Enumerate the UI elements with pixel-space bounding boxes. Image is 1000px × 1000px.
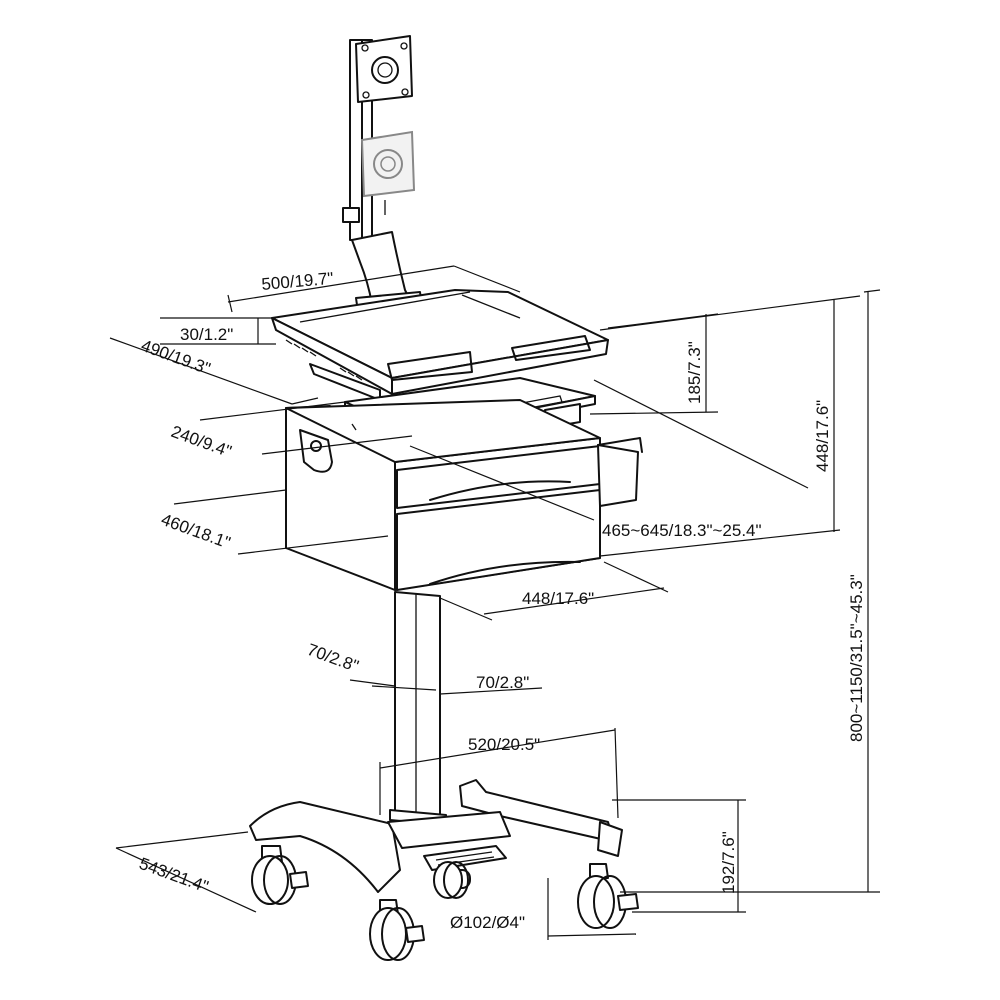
dimension-labels: 500/19.7" 30/1.2" 490/19.3" 185/7.3" 240… [137,269,866,932]
label-monitor-lift: 185/7.3" [685,341,704,404]
base [249,779,623,893]
label-cabinet-height: 448/17.6" [813,400,832,472]
label-caster-diameter: Ø102/Ø4" [450,913,525,932]
label-keyboard-range: 465~645/18.3"~25.4" [602,521,762,540]
label-keyboard-depth: 240/9.4" [169,422,234,461]
dimension-lines [109,265,881,940]
caster-front-right [577,863,639,929]
vent-slots [285,339,363,381]
column [389,591,447,826]
monitor-mount [342,35,423,313]
label-column-depth: 70/2.8" [305,640,362,676]
label-cabinet-width: 448/17.6" [522,589,594,608]
label-overall-height: 800~1150/31.5"~45.3" [847,574,866,742]
label-top-thickness: 30/1.2" [180,325,233,344]
label-base-width: 520/20.5" [468,735,540,754]
caster-front-left [251,845,309,905]
label-cabinet-depth: 460/18.1" [159,510,233,553]
label-base-height: 192/7.6" [719,831,738,894]
cabinet [285,399,643,591]
work-surface [271,289,609,401]
label-base-depth: 543/21.4" [137,854,211,897]
caster-front-center [369,899,425,961]
label-top-width: 500/19.7" [261,269,335,294]
caster-rear [433,861,469,899]
label-column-width: 70/2.8" [476,673,529,692]
